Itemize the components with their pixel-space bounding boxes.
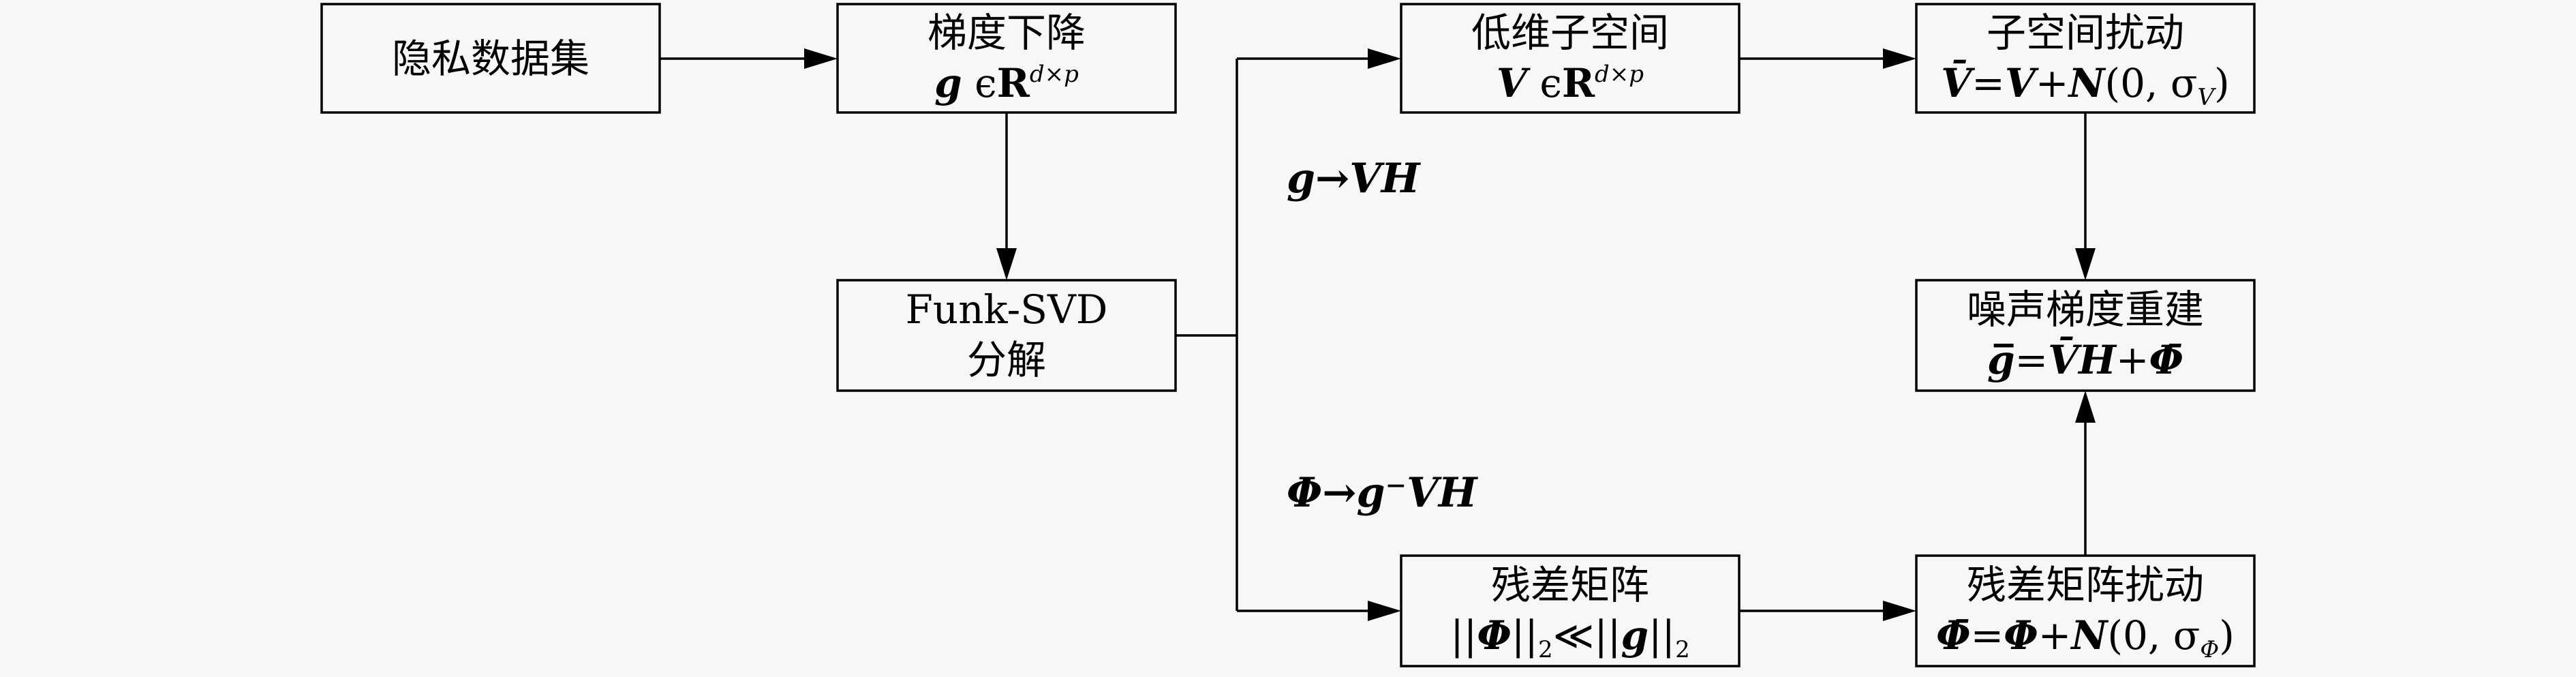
arrowhead-icon <box>996 248 1017 280</box>
low-dim-subspace-formula: V ϵRd×p <box>1497 60 1644 106</box>
noisy-gradient-rebuild-label: 噪声梯度重建 <box>1967 286 2204 333</box>
formula-eq: = <box>1971 612 2004 659</box>
formula-V: V <box>1497 60 1531 106</box>
residual-perturbation-formula: Φ̄=Φ+N(0, σΦ) <box>1936 612 2235 663</box>
formula-sub: 2 <box>1538 636 1553 663</box>
formula-sub: Φ <box>2200 636 2219 663</box>
arrowhead-icon <box>1883 48 1916 69</box>
formula-norm-close: || <box>1512 612 1538 659</box>
formula-N: N <box>2068 60 2106 106</box>
private-dataset-label: 隐私数据集 <box>392 35 589 82</box>
formula-eq: = <box>2015 337 2049 383</box>
formula-norm-open: || <box>1450 612 1477 659</box>
formula-sup: d×p <box>1595 61 1644 88</box>
formula-eq: = <box>1972 60 2005 106</box>
formula-Phibar: Φ̄ <box>2149 337 2184 383</box>
edge-label-phi: Φ→g⁻VH <box>1287 469 1479 517</box>
low-dim-subspace-label: 低维子空间 <box>1471 10 1669 56</box>
formula-R: R <box>997 60 1030 106</box>
formula-sup: d×p <box>1030 61 1079 88</box>
edge-label-g-to-vh: g→VH <box>1287 155 1422 202</box>
arrowhead-icon <box>1883 601 1916 621</box>
formula-close: ) <box>2219 612 2235 659</box>
formula-Vbar: V̄ <box>1941 59 1975 106</box>
gradient-descent-formula: g ϵRd×p <box>934 60 1079 106</box>
formula-Phibar: Φ̄ <box>1936 612 1971 659</box>
noisy-gradient-rebuild-formula: g̅=V̄H+Φ̄ <box>1987 335 2183 383</box>
formula-close: ) <box>2214 60 2230 106</box>
formula-R: R <box>1562 60 1595 106</box>
subspace-perturbation-formula: V̄=V+N(0, σV) <box>1941 59 2229 111</box>
formula-sub: V <box>2198 84 2217 111</box>
gradient-descent-label: 梯度下降 <box>927 10 1086 56</box>
arrowhead-icon <box>1368 48 1401 69</box>
formula-gbar: g̅ <box>1987 337 2015 383</box>
formula-in: ϵ <box>1527 60 1562 106</box>
formula-g: g <box>934 60 962 106</box>
arrowhead-icon <box>2075 391 2096 423</box>
residual-perturbation-label: 残差矩阵扰动 <box>1967 562 2204 608</box>
formula-plus: + <box>2036 60 2069 106</box>
residual-matrix-formula: ||Φ||2≪||g||2 <box>1450 612 1689 663</box>
formula-ll: ≪ <box>1553 612 1595 659</box>
formula-V: V <box>2005 60 2039 106</box>
formula-VbarH: V̄H <box>2048 335 2117 383</box>
formula-plus: + <box>2116 337 2149 383</box>
formula-g: g <box>1621 612 1649 659</box>
formula-Phi: Φ <box>1477 612 1512 659</box>
residual-matrix-label: 残差矩阵 <box>1491 562 1649 608</box>
formula-norm-close: || <box>1649 612 1675 659</box>
formula-args: (0, σ <box>2107 612 2200 659</box>
funk-svd-label-1: Funk-SVD <box>906 286 1108 333</box>
formula-Phi: Φ <box>2004 612 2038 659</box>
arrowhead-icon <box>2075 248 2096 280</box>
formula-N: N <box>2070 612 2109 659</box>
formula-sub: 2 <box>1675 636 1690 663</box>
formula-plus: + <box>2038 612 2072 659</box>
formula-in: ϵ <box>962 60 997 106</box>
funk-svd-label-2: 分解 <box>967 337 1046 383</box>
subspace-perturbation-label: 子空间扰动 <box>1987 10 2184 56</box>
arrowhead-icon <box>1368 601 1401 621</box>
formula-norm-open: || <box>1594 612 1621 659</box>
arrowhead-icon <box>804 48 838 69</box>
formula-args: (0, σ <box>2105 60 2198 106</box>
